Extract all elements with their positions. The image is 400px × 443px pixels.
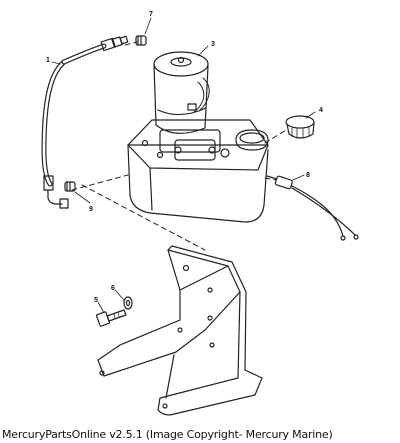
callout-7: 7 bbox=[149, 11, 153, 18]
fill-cap bbox=[285, 115, 315, 139]
pump-reservoir bbox=[127, 119, 269, 223]
hose-assembly bbox=[41, 35, 129, 209]
callout-9: 9 bbox=[89, 206, 93, 213]
mounting-bracket bbox=[97, 245, 263, 416]
bolt-5 bbox=[95, 309, 127, 327]
callout-5: 5 bbox=[94, 297, 98, 304]
callout-3: 3 bbox=[211, 41, 215, 48]
washer-6 bbox=[123, 296, 133, 310]
pump-motor bbox=[153, 51, 210, 134]
sensor-harness bbox=[266, 175, 359, 241]
callout-1: 1 bbox=[46, 57, 50, 64]
callout-6: 6 bbox=[111, 285, 115, 292]
parts-diagram: 1 3 4 5 6 7 8 9 bbox=[41, 11, 359, 416]
callout-leaders bbox=[51, 17, 316, 314]
assembly-lines bbox=[71, 41, 287, 251]
copyright-caption: MercuryPartsOnline v2.5.1 (Image Copyrig… bbox=[2, 428, 333, 441]
callout-4: 4 bbox=[319, 107, 323, 114]
fitting-9 bbox=[64, 181, 76, 192]
callout-8: 8 bbox=[306, 172, 310, 179]
fitting-7 bbox=[135, 35, 147, 46]
